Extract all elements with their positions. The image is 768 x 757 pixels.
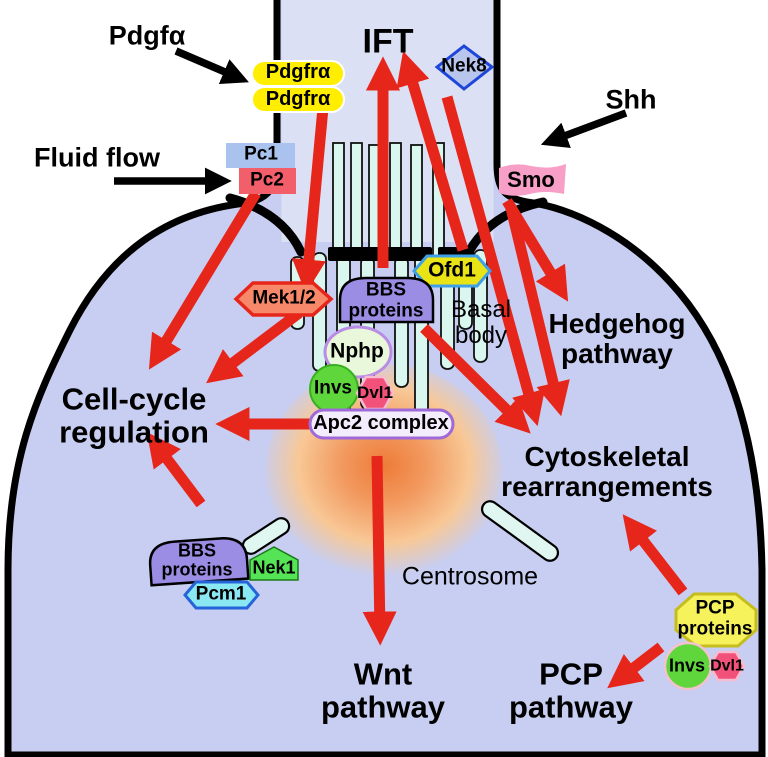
bbs-cell-label: BBS proteins bbox=[161, 540, 233, 580]
dvl1-centrosome-label: Dvl1 bbox=[357, 382, 393, 402]
smo-label: Smo bbox=[507, 167, 555, 193]
arrow-shh-to-smo bbox=[540, 109, 628, 148]
nek8-diamond bbox=[434, 44, 495, 91]
bbs-basal-label: BBS proteins bbox=[348, 279, 424, 321]
arrow-centrosome-to-wnt bbox=[362, 455, 397, 646]
nphp-oval bbox=[323, 325, 393, 379]
shh-label: Shh bbox=[605, 84, 657, 115]
ofd1-label: Ofd1 bbox=[428, 258, 476, 282]
wnt-pathway-label: Wnt pathway bbox=[320, 656, 446, 725]
basal-body-label: Basal body bbox=[450, 296, 512, 349]
arrow-to-pcp-pathway bbox=[607, 642, 665, 689]
pcm1-label: Pcm1 bbox=[195, 583, 247, 605]
pc2-label: Pc2 bbox=[250, 169, 284, 191]
apc2-label: Apc2 complex bbox=[313, 412, 449, 435]
nek1-label: Nek1 bbox=[252, 557, 296, 578]
mek12-label: Mek1/2 bbox=[252, 287, 316, 309]
ciliary-pocket-right bbox=[465, 197, 548, 255]
dvl1-hexagon-pcp bbox=[708, 650, 746, 682]
arrow-basalbody-to-cytoskeletal bbox=[420, 324, 531, 434]
fluid-flow-label: Fluid flow bbox=[34, 142, 160, 173]
pcp-proteins-label: PCP proteins bbox=[677, 597, 753, 639]
apc2-capsule bbox=[308, 408, 455, 440]
invs-centrosome-label: Invs bbox=[313, 377, 353, 399]
arrow-ift-to-cytoskeletal bbox=[441, 95, 546, 427]
arrow-pcp-to-cytoskeletal bbox=[622, 514, 688, 596]
pc1-box bbox=[226, 143, 295, 168]
pcp-pathway-label: PCP pathway bbox=[508, 656, 634, 725]
pdgfra-top-label: Pdgfrα bbox=[265, 61, 331, 84]
pdgfra-pill-bottom bbox=[251, 86, 345, 113]
cell-cycle-regulation-label: Cell-cycle regulation bbox=[59, 381, 209, 450]
pc1-label: Pc1 bbox=[244, 143, 278, 165]
bbs-dome-cell bbox=[148, 537, 250, 587]
ift-label: IFT bbox=[362, 22, 414, 61]
pcp-octagon bbox=[674, 592, 758, 648]
dvl1-pcp-label: Dvl1 bbox=[710, 657, 744, 675]
invs-pcp-label: Invs bbox=[668, 655, 706, 676]
ciliary-pocket-left bbox=[225, 193, 306, 257]
nek8-label: Nek8 bbox=[441, 55, 487, 77]
input-arrows bbox=[114, 47, 628, 195]
arrow-to-ift-right bbox=[396, 50, 469, 252]
protein-shapes bbox=[148, 44, 758, 691]
mek12-hexagon bbox=[233, 281, 334, 317]
nek1-pentagon bbox=[249, 546, 299, 581]
arrow-pdgfra-to-mek bbox=[291, 107, 329, 294]
arrow-pdgf-to-receptor bbox=[174, 47, 249, 85]
pcm1-hexagon bbox=[183, 580, 260, 610]
pdgfra-bottom-label: Pdgfrα bbox=[265, 88, 331, 111]
pdgf-alpha-label: Pdgfα bbox=[108, 20, 186, 51]
arrow-pc2-to-cellcycle bbox=[148, 190, 261, 370]
signal-arrows bbox=[146, 50, 688, 689]
centrosome-label: Centrosome bbox=[401, 562, 539, 591]
smo-box bbox=[499, 164, 566, 196]
nphp-label: Nphp bbox=[330, 339, 384, 363]
cytoskeletal-rearrangements-label: Cytoskeletal rearrangements bbox=[501, 440, 713, 502]
centriole-right bbox=[480, 500, 560, 562]
bbs-dome-basal bbox=[338, 276, 435, 324]
pc2-box bbox=[239, 168, 296, 194]
arrow-mek-to-cellcycle bbox=[206, 308, 303, 384]
arrow-smo-to-cytoskeletal bbox=[505, 206, 570, 417]
hedgehog-pathway-label: Hedgehog pathway bbox=[548, 307, 686, 369]
arrow-bbs-to-cellcycle bbox=[146, 432, 206, 508]
